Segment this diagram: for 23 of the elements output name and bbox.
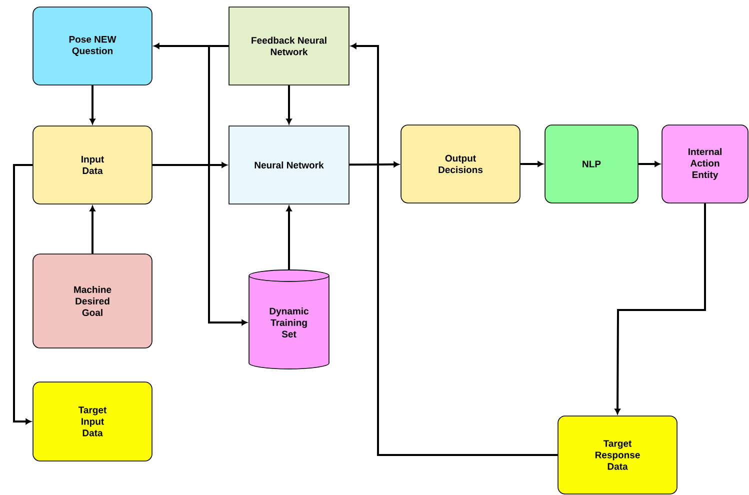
arrow [286,206,292,270]
process-box: NLP [544,124,638,204]
process-box: Machine Desired Goal [32,254,152,348]
process-box: Target Input Data [32,382,152,462]
database-cylinder: Dynamic Training Set [248,270,330,370]
process-box: Input Data [32,126,152,204]
arrow [286,85,292,124]
process-box: Neural Network [228,126,350,204]
arrow [90,206,96,254]
arrow [90,85,96,124]
process-box: Internal Action Entity [662,124,748,204]
arrow [350,43,558,456]
arrow [614,203,706,414]
process-box: Target Response Data [558,416,678,494]
process-box: Output Decisions [400,124,520,204]
process-box: Feedback Neural Network [228,6,350,86]
arrow [349,162,400,168]
arrow [13,164,33,424]
process-box: Pose NEW Question [32,6,152,86]
arrow [520,161,544,167]
arrow [152,162,228,168]
arrow [638,161,660,167]
arrow [208,45,248,326]
